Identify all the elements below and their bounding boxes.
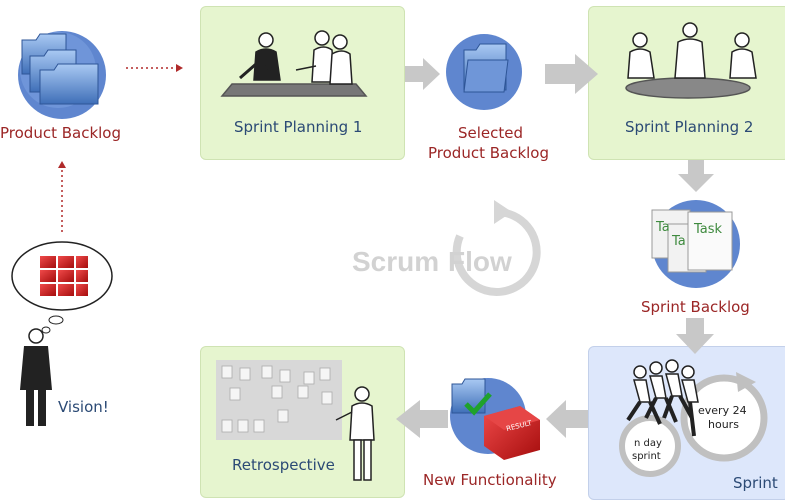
task-card-back-text: Ta [656, 220, 670, 235]
retrospective-person-illustration [335, 386, 375, 481]
sprint-planning-1-illustration [220, 30, 368, 97]
sprint-backlog-icon [651, 200, 740, 288]
scrum-flow-cycle-icon [452, 200, 541, 296]
vision-person-illustration [20, 328, 52, 426]
scrum-flow-word1: Scrum [352, 246, 440, 277]
selected-backlog-label-line1: Selected [458, 124, 524, 142]
n-day-sprint-line2: sprint [632, 451, 661, 462]
every-24-hours-line1: every 24 [698, 404, 747, 417]
arrow-selected-to-planning2 [545, 54, 598, 94]
sprint-runners-illustration [626, 359, 699, 437]
arrow-new-functionality-to-retrospective [396, 400, 448, 438]
sprint-label: Sprint [733, 474, 778, 492]
sprint-planning-1-box [200, 6, 405, 160]
sprint-planning-2-illustration [625, 22, 757, 99]
new-functionality-icon [450, 378, 540, 460]
scrum-flow-word2: Flow [448, 246, 512, 277]
new-functionality-label: New Functionality [423, 471, 557, 489]
n-day-sprint-line1: n day [634, 438, 662, 449]
vision-label: Vision! [58, 398, 109, 416]
vision-red-blocks-icon [40, 256, 88, 296]
retrospective-label: Retrospective [232, 456, 335, 474]
sprint-24-hour-cycle-icon [680, 372, 768, 462]
sprint-backlog-label: Sprint Backlog [641, 298, 750, 316]
dotted-arrow-backlog-to-planning [126, 64, 183, 72]
product-backlog-icon [18, 31, 106, 119]
every-24-hours-line2: hours [708, 418, 739, 431]
product-backlog-label: Product Backlog [0, 124, 122, 142]
sprint-n-day-cycle-icon [619, 415, 681, 477]
arrow-sprint-backlog-to-sprint [676, 318, 714, 354]
arrow-sprint-to-new-functionality [546, 400, 588, 438]
sprint-planning-1-label: Sprint Planning 1 [234, 118, 363, 136]
arrow-planning1-to-selected [405, 58, 440, 90]
task-card-back-text-2: Ta [672, 234, 686, 249]
sprint-planning-2-label: Sprint Planning 2 [625, 118, 754, 136]
dotted-arrow-vision-to-backlog [58, 161, 66, 232]
arrow-planning2-to-sprint-backlog [678, 160, 714, 192]
task-card-top-text: Task [694, 222, 723, 237]
retrospective-board [216, 360, 342, 440]
selected-backlog-label-line2: Product Backlog [428, 144, 550, 162]
selected-backlog-icon [446, 34, 522, 110]
